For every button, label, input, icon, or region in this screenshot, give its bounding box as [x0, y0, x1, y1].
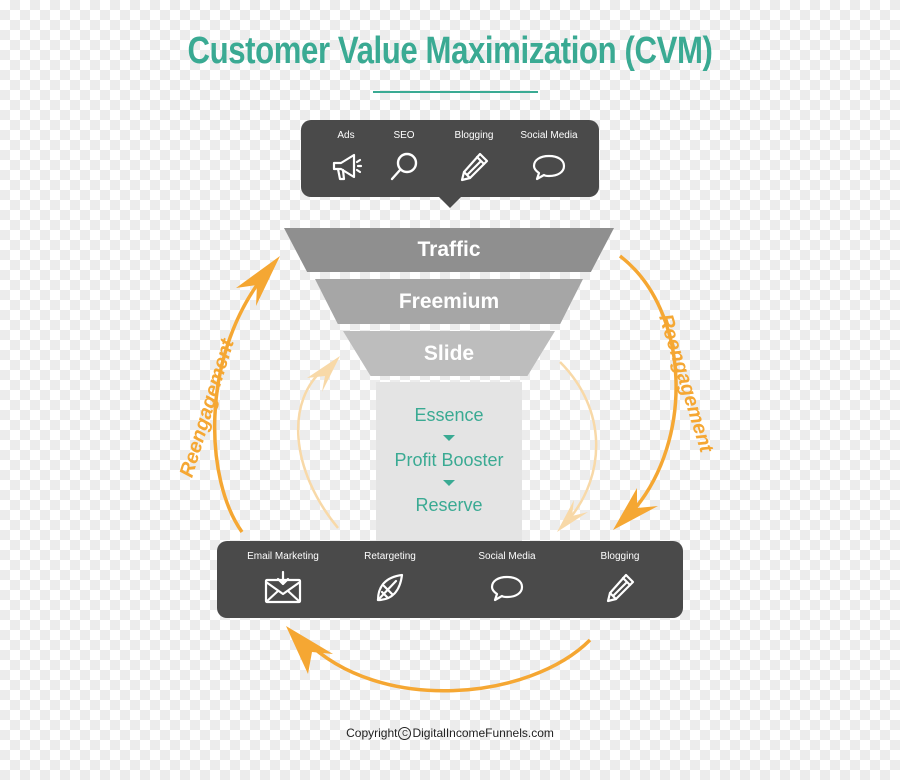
- panel-pointer: [438, 196, 462, 208]
- reengagement-channels-panel: Email Marketing Retargeting Social Media…: [217, 541, 683, 618]
- outer-arrow-left-head: [236, 256, 280, 306]
- outer-arrow-left: [212, 276, 264, 534]
- reengagement-label-right: Reengagement: [654, 311, 717, 456]
- pencil-icon: [460, 152, 489, 182]
- channel-label: Ads: [337, 130, 355, 141]
- traffic-sources-panel: Ads SEO Blogging Social Media: [301, 120, 599, 197]
- channel-email-marketing: Email Marketing: [238, 550, 328, 606]
- down-triangle-icon: [443, 480, 455, 486]
- core-offer-essence: Essence: [414, 405, 484, 425]
- pencil-icon: [606, 573, 635, 603]
- channel-social-media-bottom: Social Media: [462, 550, 552, 606]
- copyright-symbol-icon: C: [398, 727, 412, 741]
- channel-label: Social Media: [520, 130, 578, 141]
- inner-arrow-right: [559, 361, 598, 519]
- channel-blogging-bottom: Blogging: [575, 550, 665, 606]
- megaphone-icon: [332, 153, 363, 181]
- core-offer-reserve: Reserve: [415, 495, 483, 515]
- copyright-site: DigitalIncomeFunnels.com: [412, 726, 554, 740]
- email-icon: [264, 570, 302, 604]
- page-title: Customer Value Maximization (CVM): [187, 30, 713, 72]
- inner-arrow-left-head: [307, 356, 340, 392]
- outer-arrow-right-head: [613, 488, 658, 530]
- funnel-layer-freemium: Freemium: [315, 279, 583, 324]
- outer-arrow-bottom: [303, 638, 592, 693]
- core-offers-column: Essence Profit Booster Reserve: [376, 382, 522, 541]
- outer-arrow-right: [618, 254, 678, 514]
- channel-ads: Ads: [301, 129, 391, 185]
- channel-label: Email Marketing: [247, 551, 319, 562]
- magnifier-icon: [390, 152, 418, 181]
- title-underline: [373, 91, 538, 93]
- core-offer-profit-booster: Profit Booster: [394, 450, 504, 470]
- reengagement-label-left: Reengagement: [176, 335, 239, 480]
- funnel-layer-traffic: Traffic: [284, 228, 614, 272]
- inner-arrow-right-head: [557, 500, 588, 532]
- channel-retargeting: Retargeting: [345, 550, 435, 606]
- channel-label: Social Media: [478, 551, 536, 562]
- outer-arrow-bottom-head: [286, 626, 333, 674]
- channel-blogging: Blogging: [429, 129, 519, 185]
- channel-label: SEO: [393, 130, 415, 141]
- down-triangle-icon: [443, 435, 455, 441]
- channel-label: Blogging: [600, 551, 640, 562]
- speech-bubble-icon: [490, 575, 524, 602]
- copyright-prefix: Copyright: [346, 726, 398, 740]
- channel-social-media: Social Media: [504, 129, 594, 185]
- channel-label: Retargeting: [364, 551, 416, 562]
- retarget-icon: [376, 573, 404, 602]
- funnel-layer-slide: Slide: [343, 331, 555, 376]
- channel-seo: SEO: [359, 129, 449, 185]
- channel-label: Blogging: [454, 130, 494, 141]
- inner-arrow-left: [296, 367, 339, 529]
- speech-bubble-icon: [532, 154, 566, 181]
